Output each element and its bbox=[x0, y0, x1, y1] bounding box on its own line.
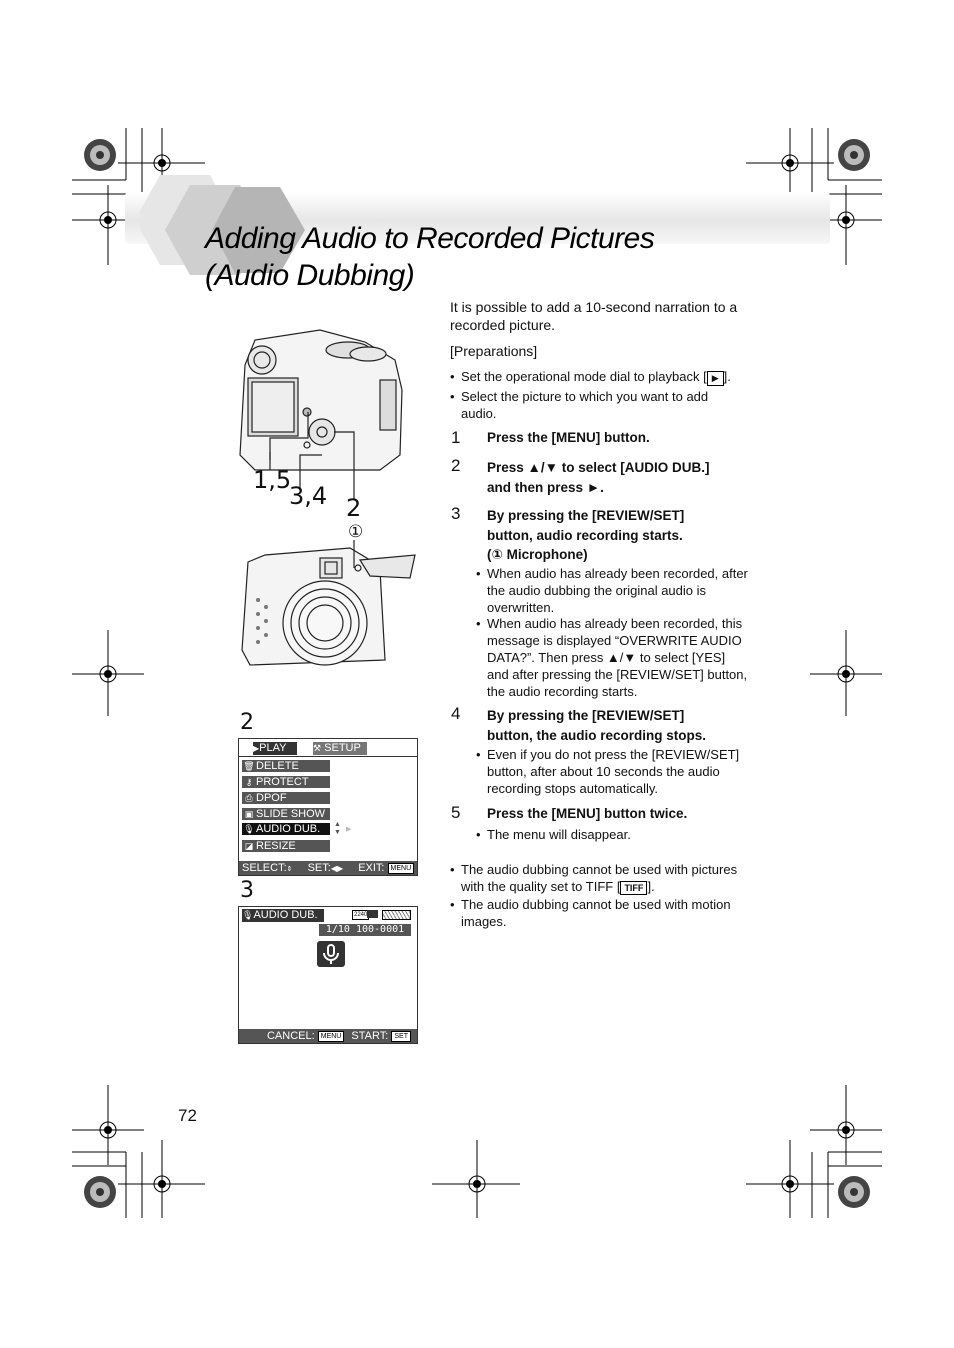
figure-3-label: 3 bbox=[240, 878, 254, 903]
step-2-line-a: Press ▲/▼ to select [AUDIO DUB.] bbox=[487, 460, 710, 475]
intro-text: It is possible to add a 10-second narrat… bbox=[450, 299, 738, 333]
step-4-bullet-1: •Even if you do not press the [REVIEW/SE… bbox=[476, 747, 740, 796]
step-1-number: 1 bbox=[451, 428, 461, 447]
step-2-number: 2 bbox=[451, 456, 461, 475]
battery-icon bbox=[382, 910, 411, 920]
microphone-icon bbox=[323, 944, 339, 964]
step-3-number: 3 bbox=[451, 504, 461, 523]
microphone-icon: 🎙 bbox=[243, 824, 255, 834]
audio-bottom-bar: CANCEL: MENU START: SET bbox=[239, 1029, 417, 1043]
trash-icon: 🗑 bbox=[243, 761, 255, 771]
print-icon: ⎙ bbox=[245, 793, 253, 803]
note-1: •The audio dubbing cannot be used with p… bbox=[450, 862, 738, 895]
step-3-bullet-2: •When audio has already been recorded, t… bbox=[476, 616, 748, 699]
step-2-line-b: and then press ►. bbox=[487, 480, 604, 495]
menu-key-badge: MENU bbox=[317, 1030, 345, 1042]
microphone-icon: 🎙 bbox=[242, 910, 254, 920]
step-4-line-a: By pressing the [REVIEW/SET] bbox=[487, 708, 685, 723]
page-number: 72 bbox=[178, 1106, 197, 1125]
key-icon: ⚷ bbox=[245, 777, 253, 787]
step-4-line-b: button, the audio recording stops. bbox=[487, 728, 706, 743]
tab-setup: ⚒ SETUP bbox=[313, 742, 367, 755]
step-5-bullet-1: •The menu will disappear. bbox=[476, 827, 631, 842]
play-icon: ▶ bbox=[253, 744, 260, 753]
menu-bottom-bar: SELECT:⇕ SET:◀▶ EXIT: MENU bbox=[239, 861, 417, 875]
page-title: Adding Audio to Recorded Pictures (Audio… bbox=[205, 222, 655, 292]
figure-2-label: 2 bbox=[240, 710, 254, 735]
step-5-number: 5 bbox=[451, 803, 461, 822]
callout-2: 2 bbox=[346, 494, 362, 522]
note-2: •The audio dubbing cannot be used with m… bbox=[450, 897, 731, 929]
playback-icon: ▶ bbox=[706, 371, 724, 386]
wrench-icon: ⚒ bbox=[313, 743, 322, 753]
audio-dub-screen: 🎙AUDIO DUB. 2240 1/10 100-0001 CANCEL: M… bbox=[238, 906, 418, 1044]
prep-bullet-1: •Set the operational mode dial to playba… bbox=[450, 369, 731, 386]
callout-3-4: 3,4 bbox=[289, 482, 328, 510]
menu-screen: ▶PLAY ⚒ SETUP 🗑DELETE ⚷PROTECT ⎙DPOF ▣SL… bbox=[238, 738, 418, 876]
menu-item-protect: ⚷PROTECT bbox=[242, 776, 330, 788]
menu-key-badge: MENU bbox=[387, 862, 415, 874]
callout-1-5: 1,5 bbox=[253, 466, 292, 494]
step-1-text: Press the [MENU] button. bbox=[487, 430, 650, 445]
tab-play: ▶PLAY bbox=[253, 742, 297, 755]
mic-display-icon bbox=[317, 941, 345, 967]
menu-item-resize: ◪RESIZE bbox=[242, 840, 330, 852]
updown-icon: ▲▼ bbox=[334, 821, 341, 836]
preparations-label: [Preparations] bbox=[450, 343, 538, 359]
camera-illustration bbox=[239, 329, 416, 666]
menu-item-dpof: ⎙DPOF bbox=[242, 792, 330, 804]
menu-item-slide-show: ▣SLIDE SHOW bbox=[242, 808, 330, 820]
file-counter: 1/10 100-0001 bbox=[319, 924, 411, 936]
step-3-bullet-1: •When audio has already been recorded, a… bbox=[476, 566, 748, 615]
menu-item-audio-dub: 🎙AUDIO DUB. bbox=[242, 823, 330, 835]
set-key-badge: SET bbox=[391, 1030, 411, 1042]
prep-bullet-2: •Select the picture to which you want to… bbox=[450, 389, 709, 421]
step-3-line-c: (① Microphone) bbox=[487, 547, 588, 562]
audio-dub-header: 🎙AUDIO DUB. bbox=[242, 909, 324, 922]
step-3-line-a: By pressing the [REVIEW/SET] bbox=[487, 508, 685, 523]
step-5-text: Press the [MENU] button twice. bbox=[487, 806, 688, 821]
callout-microphone: ① bbox=[348, 522, 364, 541]
step-3-line-b: button, audio recording starts. bbox=[487, 528, 683, 543]
resize-icon: ◪ bbox=[244, 841, 254, 851]
quality-icon bbox=[367, 910, 378, 918]
tiff-badge: TIFF bbox=[620, 881, 648, 895]
hexagon-decoration bbox=[140, 175, 305, 275]
arrow-right-icon: ▶ bbox=[346, 826, 352, 833]
step-4-number: 4 bbox=[451, 704, 461, 723]
menu-item-delete: 🗑DELETE bbox=[242, 760, 330, 772]
slideshow-icon: ▣ bbox=[244, 809, 254, 819]
